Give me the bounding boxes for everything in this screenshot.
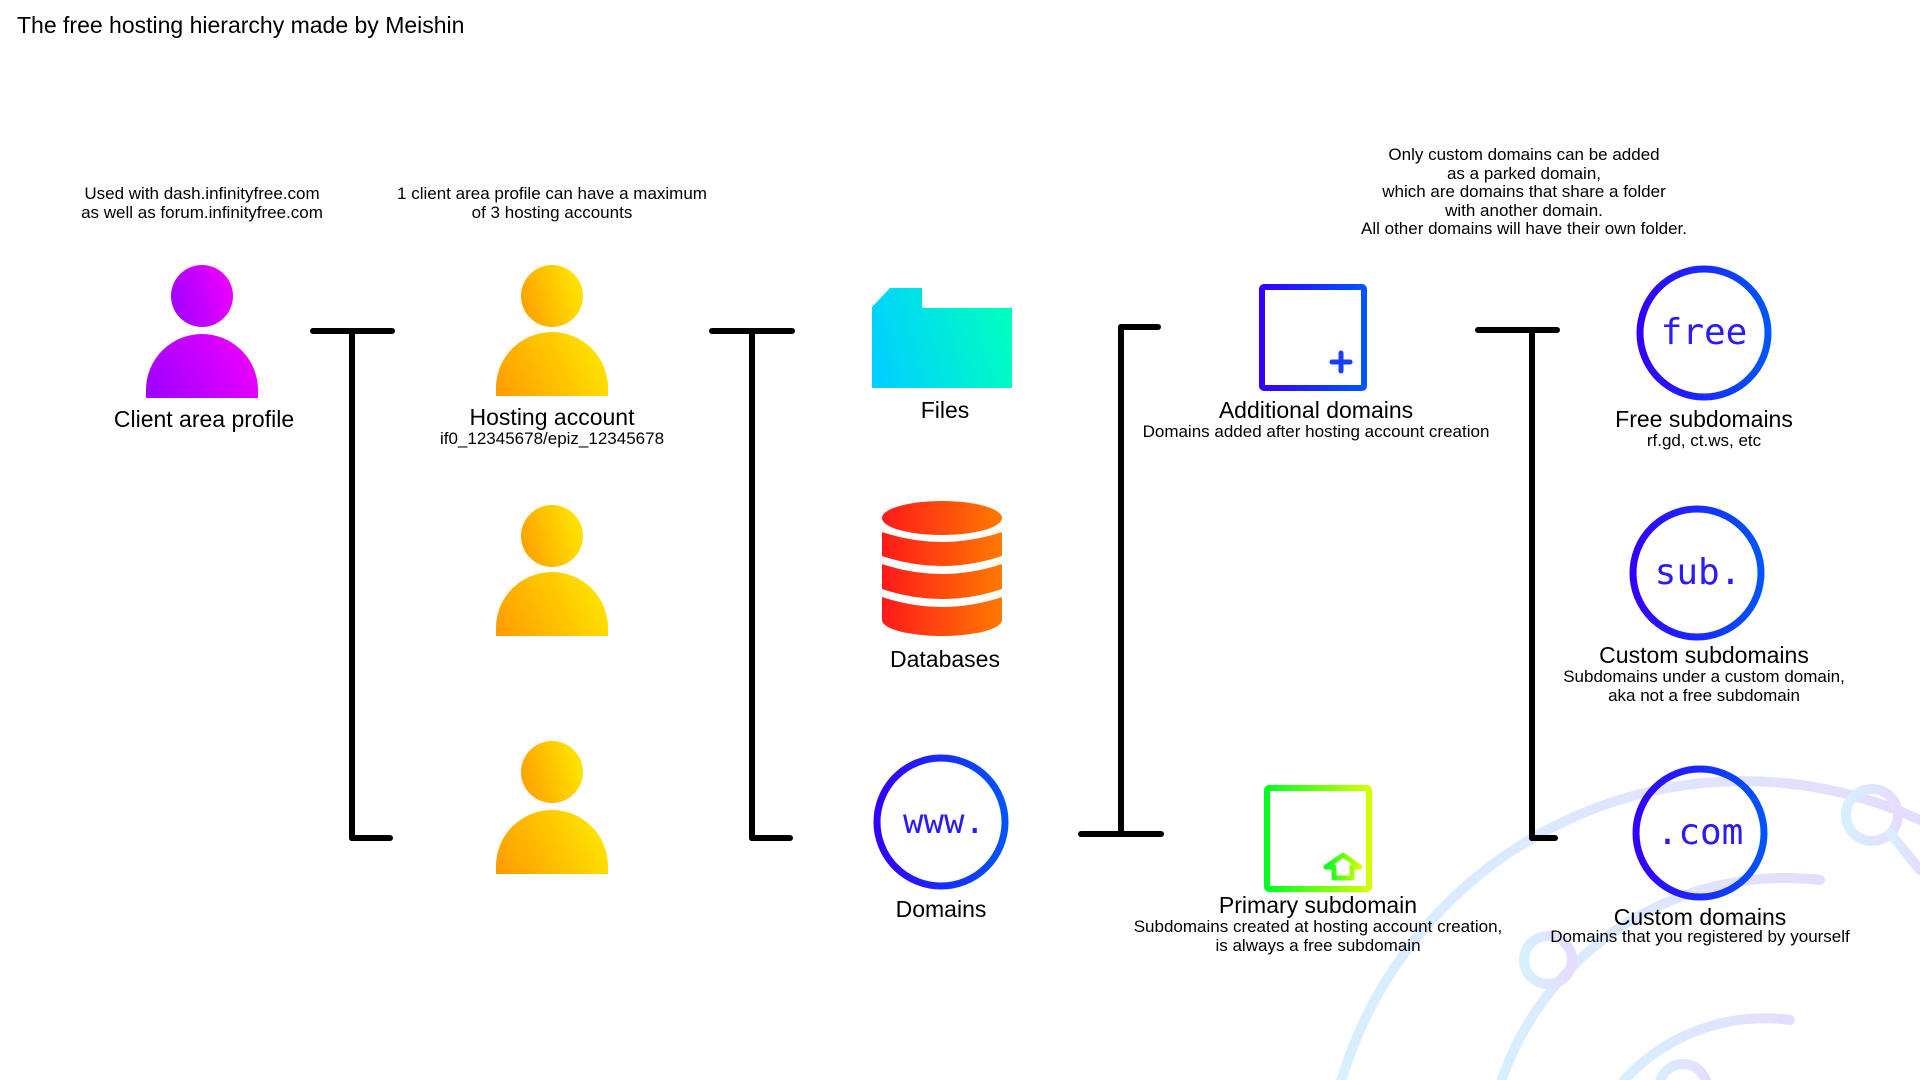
note-line: which are domains that share a folder: [1382, 182, 1666, 201]
folder-icon: [872, 288, 1012, 388]
note-line: All other domains will have their own fo…: [1361, 219, 1687, 238]
bracket-additional-to-kinds: [1475, 327, 1560, 841]
free-subdomains-label: Free subdomains: [1615, 406, 1793, 432]
hosting-account-username: if0_12345678/epiz_12345678: [439, 429, 665, 448]
sub-icon-text: sub.: [1654, 552, 1742, 593]
custom-domains-node: Custom domains Domains that you register…: [1550, 906, 1850, 947]
custom-subdomains-desc-line: aka not a free subdomain: [1608, 685, 1800, 705]
hosting-account-label: Hosting account: [469, 404, 635, 430]
client-profile-label: Client area profile: [113, 406, 295, 432]
additional-domains-desc: Domains added after hosting account crea…: [1142, 422, 1490, 441]
note-line: Only custom domains can be added: [1388, 145, 1660, 164]
note-client-profile: Used with dash.infinityfree.com as well …: [81, 184, 323, 222]
home-box-icon: [1264, 785, 1372, 892]
additional-domains-node: Additional domains Domains added after h…: [1143, 397, 1490, 442]
client-profile-person-icon: [146, 265, 258, 398]
additional-domains-label: Additional domains: [1218, 397, 1414, 423]
add-box-icon: [1259, 284, 1367, 391]
primary-subdomain-desc-line: is always a free subdomain: [1215, 935, 1421, 955]
bracket-account-to-resources: [709, 328, 795, 841]
diagram-title: The free hosting hierarchy made by Meish…: [17, 12, 465, 38]
note-line: with another domain.: [1445, 200, 1603, 220]
note-line: as a parked domain,: [1446, 163, 1602, 183]
watermark-logo: [1336, 776, 1920, 1080]
com-icon-text: .com: [1656, 812, 1744, 853]
free-subdomains-desc: rf.gd, ct.ws, etc: [1646, 431, 1762, 450]
note-line: of 3 hosting accounts: [471, 202, 633, 222]
database-icon: [882, 501, 1002, 636]
primary-subdomain-label: Primary subdomain: [1218, 892, 1418, 918]
free-subdomain-circle-icon: [1636, 265, 1772, 401]
custom-subdomains-node: Custom subdomains Subdomains under a cus…: [1563, 642, 1845, 705]
custom-domain-circle-icon: [1632, 765, 1768, 901]
primary-subdomain-node: Primary subdomain Subdomains created at …: [1134, 892, 1503, 955]
hosting-account-person-icon-2: [496, 505, 608, 636]
bracket-profile-to-accounts: [310, 328, 395, 841]
custom-subdomain-circle-icon: [1629, 505, 1765, 641]
custom-subdomains-desc-line: Subdomains under a custom domain,: [1563, 667, 1845, 686]
custom-subdomains-label: Custom subdomains: [1599, 642, 1809, 668]
www-globe-icon: [873, 754, 1009, 890]
free-subdomains-node: Free subdomains rf.gd, ct.ws, etc: [1615, 406, 1793, 451]
note-line: as well as forum.infinityfree.com: [81, 202, 323, 222]
bracket-domains-to-types: [1078, 324, 1164, 837]
databases-label: Databases: [890, 646, 1000, 672]
note-parked-domains: Only custom domains can be added as a pa…: [1361, 145, 1687, 239]
files-label: Files: [920, 397, 970, 423]
hosting-account-node: Hosting account if0_12345678/epiz_123456…: [440, 404, 664, 449]
primary-subdomain-desc-line: Subdomains created at hosting account cr…: [1133, 917, 1503, 936]
note-hosting-accounts: 1 client area profile can have a maximum…: [397, 184, 707, 222]
hosting-account-person-icon-3: [496, 741, 608, 874]
www-icon-text: www.: [903, 802, 985, 842]
custom-domains-desc: Domains that you registered by yourself: [1550, 927, 1850, 946]
domains-label: Domains: [895, 896, 987, 922]
free-icon-text: free: [1660, 312, 1748, 353]
note-line: 1 client area profile can have a maximum: [397, 184, 707, 203]
hosting-account-person-icon-1: [496, 265, 608, 396]
note-line: Used with dash.infinityfree.com: [84, 184, 320, 203]
custom-domains-label: Custom domains: [1613, 904, 1787, 930]
